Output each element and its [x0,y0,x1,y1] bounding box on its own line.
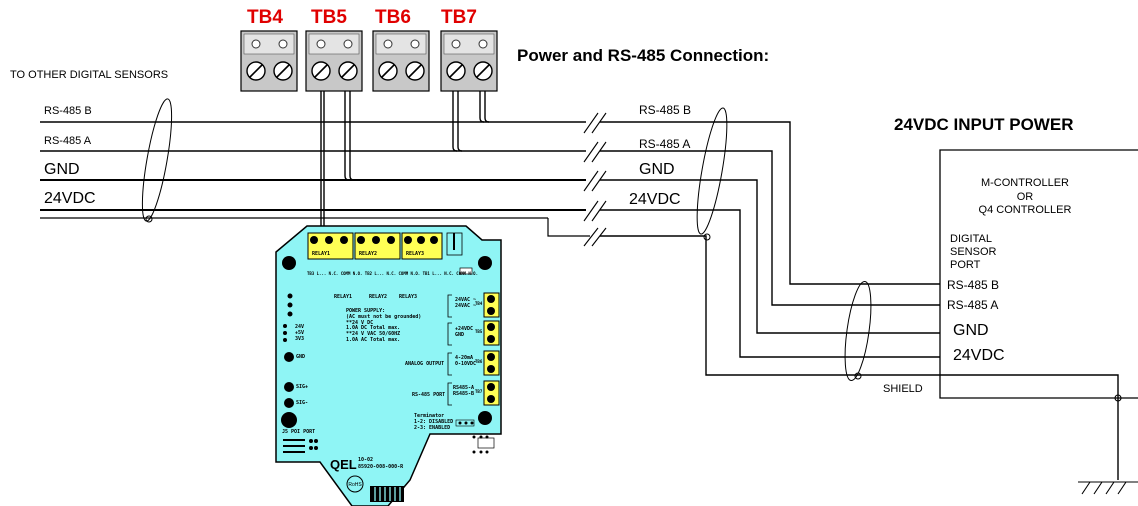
board-tb7-lines: RS485-A RS485-B [453,385,475,397]
board-sig-minus: SIG- [296,400,309,406]
controller-rs485-a: RS-485 A [947,298,999,312]
cable-break-marks [583,112,607,247]
label-tb4: TB4 [247,7,283,28]
port-line2: SENSOR [950,246,997,258]
board-analog-output: ANALOG OUTPUT [405,361,445,367]
terminal-drops [320,91,490,242]
shield-ground [1078,394,1138,495]
svg-text:RoHS: RoHS [348,482,362,488]
mid-rs485-b: RS-485 B [639,103,692,117]
controller-cable-bundle [844,280,872,382]
left-cable-bundle [141,98,173,223]
board-tb6-side: TB6 [475,359,483,364]
left-rs485-a: RS-485 A [44,135,92,147]
controller-name-line1: M-CONTROLLER [980,177,1069,189]
board-power-supply: POWER SUPPLY: (AC must not be grounded) … [346,308,422,343]
mid-rs485-a: RS-485 A [639,137,691,151]
controller-name-line3: Q4 CONTROLLER [978,204,1072,216]
left-bus-wires [40,121,590,237]
controller-box [939,149,1138,399]
board-tb7-side: TB7 [475,389,483,394]
left-24vdc: 24VDC [44,190,96,207]
board-tb6-lines: 4-20mA 0-10VDC [455,355,477,367]
board-sig-plus: SIG+ [296,384,309,390]
board-tb4-lines: 24VAC ~ 24VAC ~ [455,297,477,309]
terminal-block-tb6 [372,30,430,92]
board-relay2-sub: RELAY2 [369,294,388,300]
board-tb4-side: TB4 [475,301,483,306]
board-rs485-port: RS-485 PORT [412,392,446,398]
controller-name-line2: OR [1016,191,1034,203]
board-relay1-label: RELAY1 [312,251,331,257]
board-tb5-lines: +24VDC GND [455,326,474,338]
board-gnd: GND [296,354,306,360]
board-terminator: Terminator 1-2: DISABLED 2-3: ENABLED [414,413,454,431]
controller-24vdc: 24VDC [953,347,1005,364]
port-line3: PORT [950,259,981,271]
mid-24vdc: 24VDC [629,191,681,208]
terminal-block-tb5 [305,30,363,92]
terminal-block-tb4 [240,30,298,92]
board-relay2-label: RELAY2 [359,251,378,257]
label-tb6: TB6 [375,7,411,28]
board-part: 85920-008-000-R [358,464,404,470]
sensor-board: RoHS [275,225,502,506]
board-brand: QEL [330,457,357,472]
board-relay1-sub: RELAY1 [334,294,353,300]
left-gnd: GND [44,161,80,178]
board-relay3-sub: RELAY3 [399,294,418,300]
controller-rs485-b: RS-485 B [947,278,1000,292]
mid-cable-bundle [696,107,728,241]
board-relay3-label: RELAY3 [406,251,425,257]
left-rs485-b: RS-485 B [44,105,92,117]
board-rev: 10-02 [358,457,374,463]
mid-gnd: GND [639,161,675,178]
board-leds: 24V +5V 3V3 [295,324,305,342]
board-poi-port: J5 POI PORT [282,429,316,435]
mid-bus-wires [600,121,1119,480]
board-relay-contacts: TB3 L... N.C. COMM N.O. TB2 L... N.C. CO… [307,271,478,276]
label-tb5: TB5 [311,7,347,28]
terminal-block-tb7 [440,30,498,92]
controller-power-label: 24VDC INPUT POWER [894,115,1074,134]
port-line1: DIGITAL [950,233,992,245]
board-tb5-side: TB5 [475,329,483,334]
controller-gnd: GND [953,322,989,339]
page-title: Power and RS-485 Connection: [517,46,770,65]
label-tb7: TB7 [441,7,477,28]
left-bus-note: TO OTHER DIGITAL SENSORS [10,69,169,81]
shield-label: SHIELD [883,383,923,395]
